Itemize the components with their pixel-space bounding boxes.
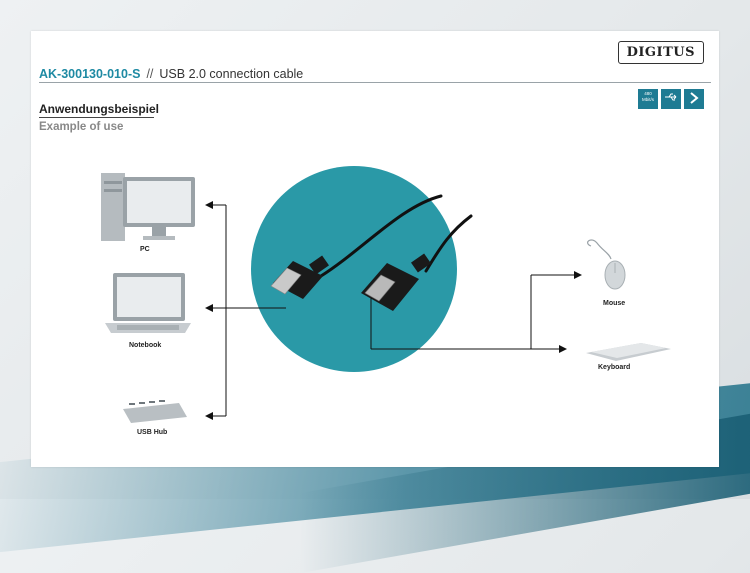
cable-circle	[251, 166, 457, 372]
usb-hub-label: USB Hub	[137, 429, 168, 436]
right-arrowheads	[559, 271, 582, 353]
usb-hub-icon	[123, 400, 187, 423]
certification-icons: 480 Mbit/s	[638, 89, 704, 109]
usb-a-male-plug	[270, 255, 329, 299]
section-underline	[39, 117, 154, 118]
title-separator: //	[146, 67, 154, 81]
left-arrowheads	[205, 201, 213, 420]
right-connector-lines	[370, 274, 576, 350]
mouse-label: Mouse	[603, 300, 626, 307]
page-title: AK-300130-010-S // USB 2.0 connection cabl…	[39, 67, 303, 81]
usb-cable	[319, 194, 473, 278]
pc-label: PC	[140, 246, 150, 253]
section-heading: Anwendungsbeispiel Example of use	[39, 102, 159, 134]
plug-and-play-icon	[684, 89, 704, 109]
product-name: USB 2.0 connection cable	[159, 67, 304, 81]
connection-diagram	[101, 166, 671, 423]
keyboard-icon	[586, 343, 671, 361]
datasheet-panel: DIGITUS AK-300130-010-S // USB 2.0 connect…	[31, 31, 719, 467]
notebook-icon	[105, 273, 191, 333]
notebook-label: Notebook	[129, 342, 162, 349]
left-connector-lines	[211, 204, 286, 417]
pc-icon	[101, 173, 195, 241]
usb-2-icon	[661, 89, 681, 109]
section-title-en: Example of use	[39, 121, 124, 133]
article-number: AK-300130-010-S	[39, 67, 141, 81]
header-divider	[39, 82, 711, 83]
digitus-logo: DIGITUS	[617, 41, 704, 64]
usb-a-female-socket	[361, 253, 431, 311]
section-title-de: Anwendungsbeispiel	[39, 102, 160, 116]
keyboard-label: Keyboard	[598, 364, 631, 371]
mouse-icon	[587, 239, 626, 290]
480-mbits-icon: 480 Mbit/s	[638, 89, 658, 109]
